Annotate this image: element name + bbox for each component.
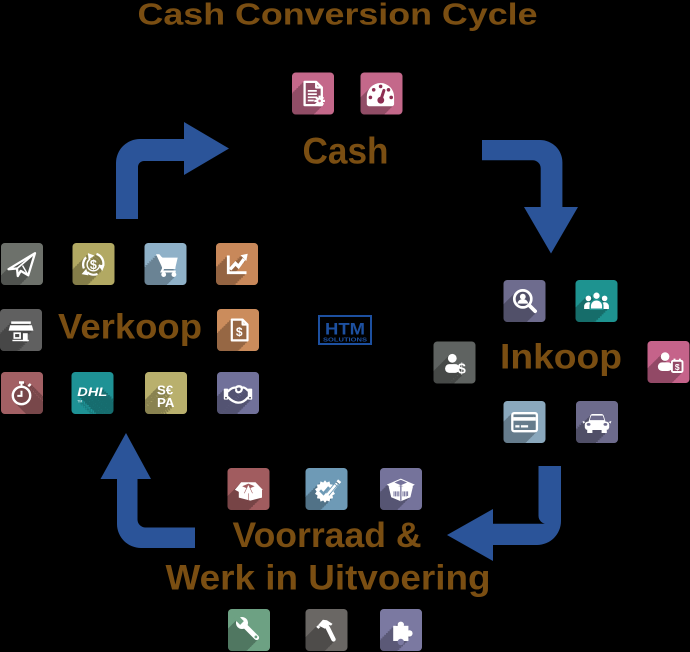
svg-text:Cash Conversion Cycle: Cash Conversion Cycle xyxy=(138,0,538,32)
svg-text:HTM: HTM xyxy=(325,320,365,339)
svg-text:Voorraad &: Voorraad & xyxy=(233,516,422,555)
svg-text:Inkoop: Inkoop xyxy=(500,338,622,377)
svg-text:SOLUTIONS: SOLUTIONS xyxy=(323,338,368,344)
svg-text:Werk in Uitvoering: Werk in Uitvoering xyxy=(166,559,491,598)
svg-text:Cash: Cash xyxy=(303,131,389,172)
svg-text:Verkoop: Verkoop xyxy=(58,308,202,347)
